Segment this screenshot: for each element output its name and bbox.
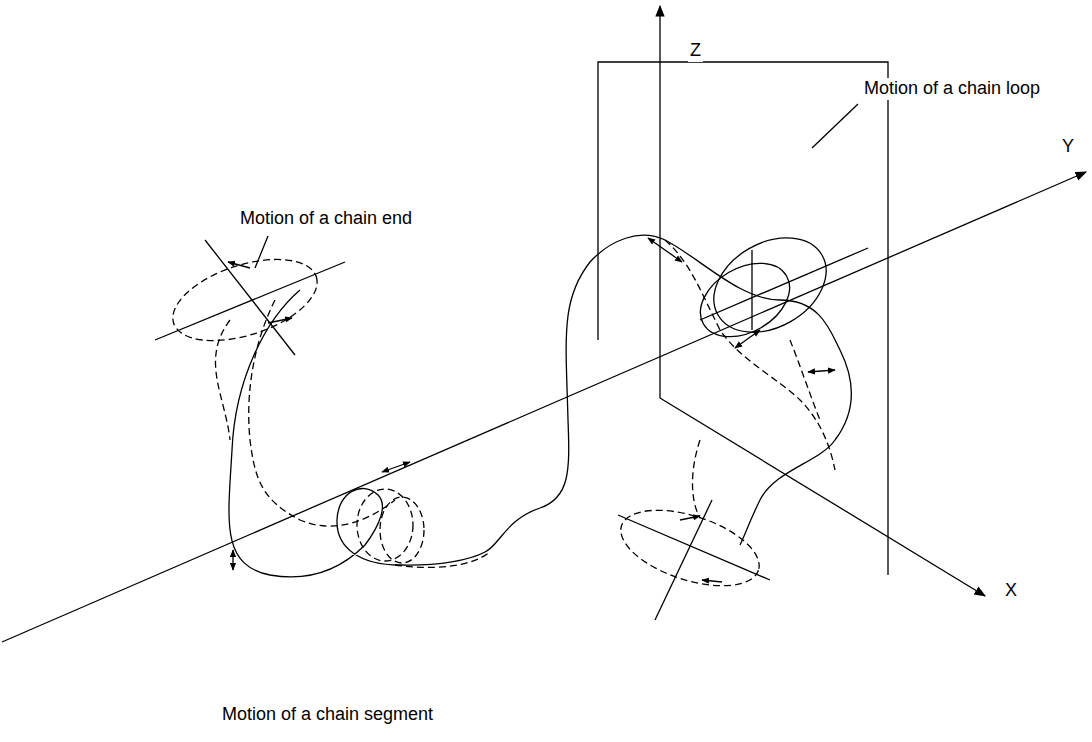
loop-axis [700,248,868,320]
orbit-axis [155,262,345,340]
chain-loop [687,248,802,351]
leader-line [255,236,268,268]
polymer-chain [740,440,835,545]
x-axis [660,398,985,596]
axis-label: Y [1060,136,1076,158]
displaced-chain [215,240,835,601]
polymer-chain [229,235,851,577]
orbit-axis [618,515,770,580]
axis-label: Z [688,40,703,62]
leader-line [812,104,858,148]
orbit-axis [205,240,295,355]
annotation: Motion of a chain loop [862,78,1042,100]
chain-end-orbit [163,244,327,357]
annotation: Motion of a chain segment [220,704,435,726]
annotation: Motion of a chain end [238,208,414,230]
yz-plane [598,62,888,575]
loop-axis [751,250,752,330]
y-axis [2,172,1086,642]
chain-loop [697,219,843,352]
orbit-axis [655,500,712,620]
axis-label: X [1003,580,1019,602]
z-axis [659,6,660,398]
